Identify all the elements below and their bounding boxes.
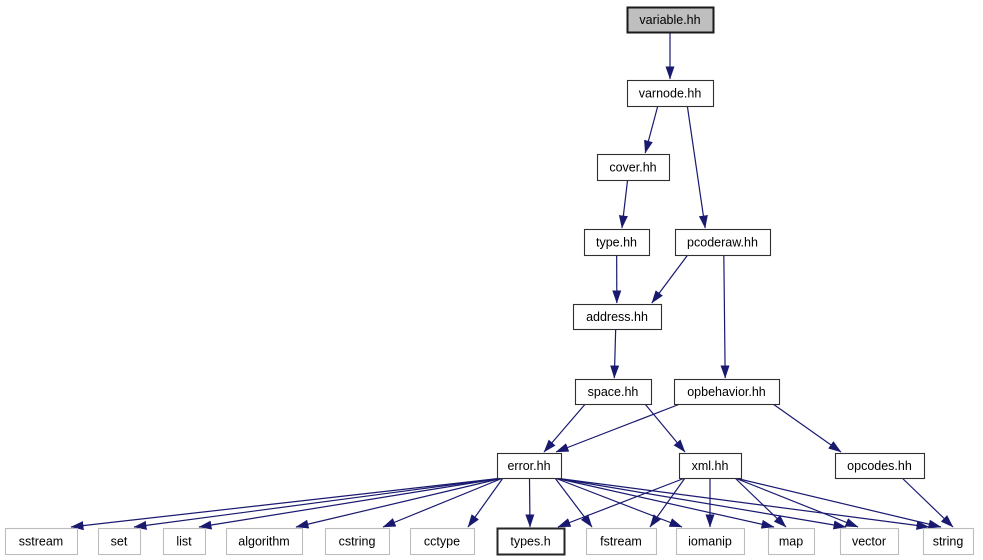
node-layer: variable.hh varnode.hh cover.hh type.hh pcod… xyxy=(4,6,975,556)
node-label-cctype: cctype xyxy=(424,535,460,549)
node-box-vector xyxy=(839,527,900,556)
include-edge-error.hh-to-types.h xyxy=(525,477,535,528)
include-edge-error.hh-to-list xyxy=(198,477,504,530)
include-edge-pcoderaw.hh-to-opbehavior.hh xyxy=(720,254,730,379)
include-edge-pcoderaw.hh-to-address.hh xyxy=(651,254,689,304)
include-edge-error.hh-to-sstream xyxy=(70,477,504,531)
node-box-iomanip xyxy=(675,527,746,556)
graph-node-error.hh[interactable]: error.hh xyxy=(496,452,563,480)
graph-node-sstream: sstream xyxy=(4,527,79,556)
graph-node-list: list xyxy=(162,527,207,556)
include-edge-xml.hh-to-types.h xyxy=(557,477,686,528)
node-label-cover.hh: cover.hh xyxy=(609,161,656,175)
node-label-opbehavior.hh: opbehavior.hh xyxy=(687,385,766,399)
node-label-variable.hh: variable.hh xyxy=(639,13,700,27)
node-box-fstream xyxy=(585,527,658,556)
graph-node-space.hh[interactable]: space.hh xyxy=(574,378,653,406)
node-label-types.h: types.h xyxy=(510,535,550,549)
include-edge-xml.hh-to-map xyxy=(734,477,787,528)
graph-node-types.h[interactable]: types.h xyxy=(496,527,566,556)
node-box-pcoderaw.hh[interactable] xyxy=(674,228,772,257)
node-label-map: map xyxy=(779,535,803,549)
node-label-list: list xyxy=(176,535,192,549)
graph-node-xml.hh[interactable]: xml.hh xyxy=(678,452,743,480)
graph-node-type.hh[interactable]: type.hh xyxy=(583,228,651,257)
node-label-algorithm: algorithm xyxy=(238,535,289,549)
node-label-vector: vector xyxy=(852,535,886,549)
include-edge-error.hh-to-vector xyxy=(554,477,847,530)
include-edge-opbehavior.hh-to-error.hh xyxy=(555,403,681,453)
include-edge-varnode.hh-to-cover.hh xyxy=(644,105,659,154)
include-edge-cover.hh-to-type.hh xyxy=(618,179,629,229)
node-box-opcodes.hh[interactable] xyxy=(834,452,926,480)
graph-node-opcodes.hh[interactable]: opcodes.hh xyxy=(834,452,926,480)
graph-node-map: map xyxy=(767,527,816,556)
edge-layer xyxy=(70,32,954,531)
node-label-iomanip: iomanip xyxy=(688,535,732,549)
graph-node-varnode.hh[interactable]: varnode.hh xyxy=(626,79,715,108)
node-box-algorithm xyxy=(225,527,304,556)
node-label-xml.hh: xml.hh xyxy=(692,459,729,473)
include-edge-error.hh-to-map xyxy=(554,477,775,529)
node-box-address.hh[interactable] xyxy=(572,303,663,331)
node-box-error.hh[interactable] xyxy=(496,452,563,480)
include-edge-space.hh-to-error.hh xyxy=(543,403,586,453)
include-edge-error.hh-to-string xyxy=(554,477,930,530)
node-label-pcoderaw.hh: pcoderaw.hh xyxy=(687,236,758,250)
include-edge-error.hh-to-cstring xyxy=(382,477,504,528)
graph-node-fstream: fstream xyxy=(585,527,658,556)
node-label-fstream: fstream xyxy=(600,535,642,549)
graph-node-variable.hh: variable.hh xyxy=(626,6,715,34)
node-label-address.hh: address.hh xyxy=(586,310,648,324)
node-box-cctype xyxy=(409,527,476,556)
node-label-opcodes.hh: opcodes.hh xyxy=(847,459,912,473)
node-box-set xyxy=(97,527,142,556)
node-label-space.hh: space.hh xyxy=(588,385,639,399)
include-edge-error.hh-to-fstream xyxy=(554,477,593,528)
node-box-sstream xyxy=(4,527,79,556)
node-box-types.h[interactable] xyxy=(496,527,566,556)
include-edge-address.hh-to-space.hh xyxy=(610,328,620,379)
node-box-xml.hh[interactable] xyxy=(678,452,743,480)
graph-node-set: set xyxy=(97,527,142,556)
include-edge-space.hh-to-xml.hh xyxy=(644,403,686,453)
graph-node-pcoderaw.hh[interactable]: pcoderaw.hh xyxy=(674,228,772,257)
node-label-type.hh: type.hh xyxy=(596,236,637,250)
graph-node-cctype: cctype xyxy=(409,527,476,556)
graph-node-opbehavior.hh[interactable]: opbehavior.hh xyxy=(673,378,781,406)
include-edge-error.hh-to-cctype xyxy=(467,477,504,528)
node-label-error.hh: error.hh xyxy=(507,459,550,473)
node-label-varnode.hh: varnode.hh xyxy=(639,87,702,101)
node-box-variable.hh xyxy=(626,6,715,34)
include-edge-xml.hh-to-vector xyxy=(734,477,859,528)
node-label-string: string xyxy=(933,535,964,549)
graph-node-cstring: cstring xyxy=(324,527,391,556)
node-box-cstring xyxy=(324,527,391,556)
node-box-opbehavior.hh[interactable] xyxy=(673,378,781,406)
graph-node-vector: vector xyxy=(839,527,900,556)
node-box-list xyxy=(162,527,207,556)
graph-node-iomanip: iomanip xyxy=(675,527,746,556)
include-edge-xml.hh-to-fstream xyxy=(649,477,686,528)
graph-node-address.hh[interactable]: address.hh xyxy=(572,303,663,331)
graph-node-string: string xyxy=(922,527,975,556)
graph-node-cover.hh[interactable]: cover.hh xyxy=(596,153,671,182)
node-box-type.hh[interactable] xyxy=(583,228,651,257)
node-label-set: set xyxy=(111,535,128,549)
node-label-cstring: cstring xyxy=(339,535,376,549)
node-box-string xyxy=(922,527,975,556)
include-edge-error.hh-to-set xyxy=(133,477,504,530)
node-box-space.hh[interactable] xyxy=(574,378,653,406)
include-edge-error.hh-to-algorithm xyxy=(295,477,504,529)
include-edge-varnode.hh-to-pcoderaw.hh xyxy=(686,105,708,229)
include-edge-xml.hh-to-string xyxy=(734,477,942,529)
node-box-map xyxy=(767,527,816,556)
graph-node-algorithm: algorithm xyxy=(225,527,304,556)
node-box-cover.hh[interactable] xyxy=(596,153,671,182)
node-box-varnode.hh[interactable] xyxy=(626,79,715,108)
include-edge-opcodes.hh-to-string xyxy=(901,477,954,528)
include-edge-opbehavior.hh-to-opcodes.hh xyxy=(772,403,842,453)
node-label-sstream: sstream xyxy=(19,535,63,549)
